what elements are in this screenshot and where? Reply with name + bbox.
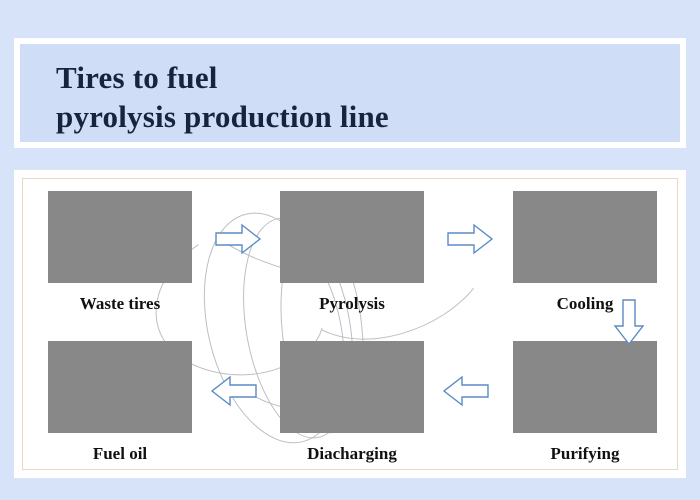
title-banner-inner: Tires to fuel pyrolysis production line <box>20 44 680 142</box>
cooling-image <box>513 191 657 283</box>
stage-grid: Waste tires Pyrolysis Cooling Fuel oil <box>23 179 677 469</box>
waste-tires-image <box>48 191 192 283</box>
arrow-left-icon-purifying-to-discharging <box>443 375 489 407</box>
stage-fuel-oil[interactable]: Fuel oil <box>35 341 205 464</box>
stage-cooling[interactable]: Cooling <box>500 191 670 314</box>
stage-label-cooling: Cooling <box>556 294 614 313</box>
purifying-image <box>513 341 657 433</box>
pyrolysis-image <box>280 191 424 283</box>
process-flow-card: Waste tires Pyrolysis Cooling Fuel oil <box>14 170 686 478</box>
arrow-left-icon-discharging-to-fuel-oil <box>211 375 257 407</box>
stage-label-pyrolysis: Pyrolysis <box>319 294 385 313</box>
fuel-oil-image <box>48 341 192 433</box>
stage-waste-tires[interactable]: Waste tires <box>35 191 205 314</box>
stage-label-fuel-oil: Fuel oil <box>92 444 148 463</box>
stage-discharging[interactable]: Diacharging <box>267 341 437 464</box>
stage-label-purifying: Purifying <box>550 444 620 463</box>
stage-label-waste-tires: Waste tires <box>79 294 161 313</box>
arrow-right-icon-tires-to-pyrolysis <box>215 223 261 255</box>
stage-purifying[interactable]: Purifying <box>500 341 670 464</box>
page-title-line-2: pyrolysis production line <box>56 99 389 134</box>
arrow-right-icon-pyrolysis-to-cooling <box>447 223 493 255</box>
process-flow-card-inner: Waste tires Pyrolysis Cooling Fuel oil <box>22 178 678 470</box>
page-title-line-1: Tires to fuel <box>56 60 218 95</box>
stage-label-discharging: Diacharging <box>307 444 397 463</box>
title-banner: Tires to fuel pyrolysis production line <box>14 38 686 148</box>
stage-pyrolysis[interactable]: Pyrolysis <box>267 191 437 314</box>
discharging-image <box>280 341 424 433</box>
